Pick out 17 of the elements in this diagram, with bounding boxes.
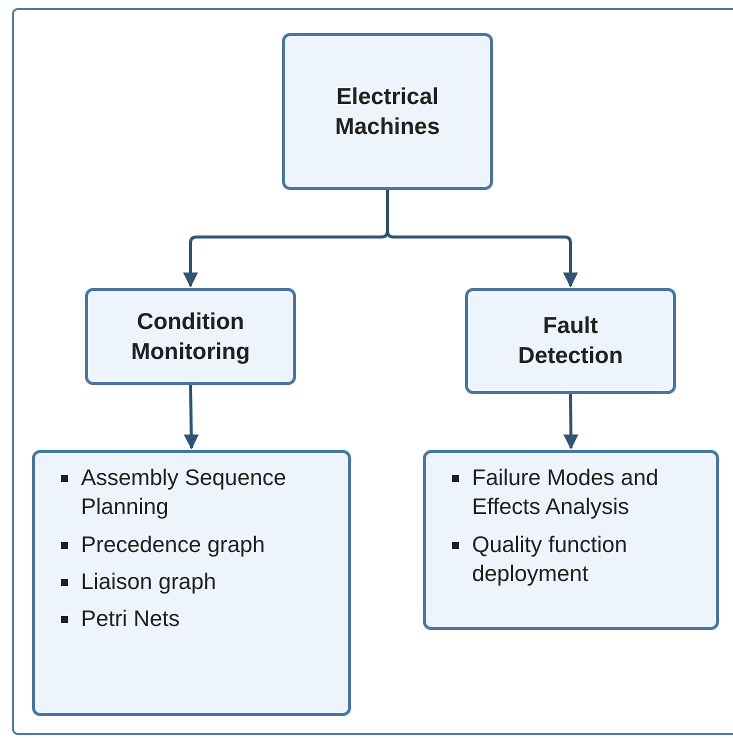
list-box [32, 450, 351, 716]
list-item: Liaison graph [81, 568, 216, 596]
box-title: Electrical Machines [334, 82, 441, 140]
list-item: Precedence graph [81, 530, 265, 559]
process-box [282, 33, 493, 190]
list-item: Quality function deployment [472, 530, 628, 588]
process-box [85, 288, 296, 385]
list-item: Assembly Sequence Planning [81, 464, 288, 522]
list-box [423, 450, 719, 630]
list-item: Petri Nets [81, 605, 180, 633]
arrow [386, 190, 578, 288]
arrow [184, 384, 199, 450]
box-title: Fault Detection [517, 311, 624, 370]
process-box [465, 288, 676, 394]
box-title: Condition Monitoring [130, 306, 251, 366]
list-item: Failure Modes and Effects Analysis [472, 464, 660, 522]
arrow [563, 394, 578, 450]
